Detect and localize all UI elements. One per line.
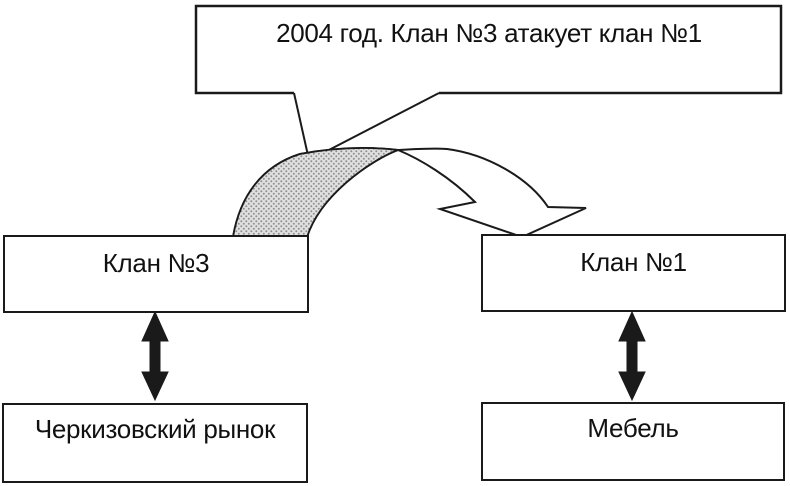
box-clan3: Клан №3 <box>3 235 309 313</box>
box-furniture: Мебель <box>481 402 785 481</box>
callout-text: 2004 год. Клан №3 атакует клан №1 <box>276 18 702 48</box>
box-market-label: Черкизовский рынок <box>34 414 276 444</box>
box-clan3-label: Клан №3 <box>102 248 210 278</box>
double-arrow-left <box>141 310 169 402</box>
callout-pointer-line-left <box>293 92 310 161</box>
double-arrow-right <box>618 310 646 402</box>
attack-arc-arrow-shaded-tail <box>231 147 399 238</box>
attack-arc-arrow <box>231 147 587 239</box>
box-furniture-label: Мебель <box>587 413 679 443</box>
box-cherkizovsky-market: Черкизовский рынок <box>2 403 308 483</box>
box-clan1: Клан №1 <box>481 234 786 312</box>
box-clan1-label: Клан №1 <box>580 247 687 277</box>
callout-pointer-line-right <box>324 92 440 153</box>
